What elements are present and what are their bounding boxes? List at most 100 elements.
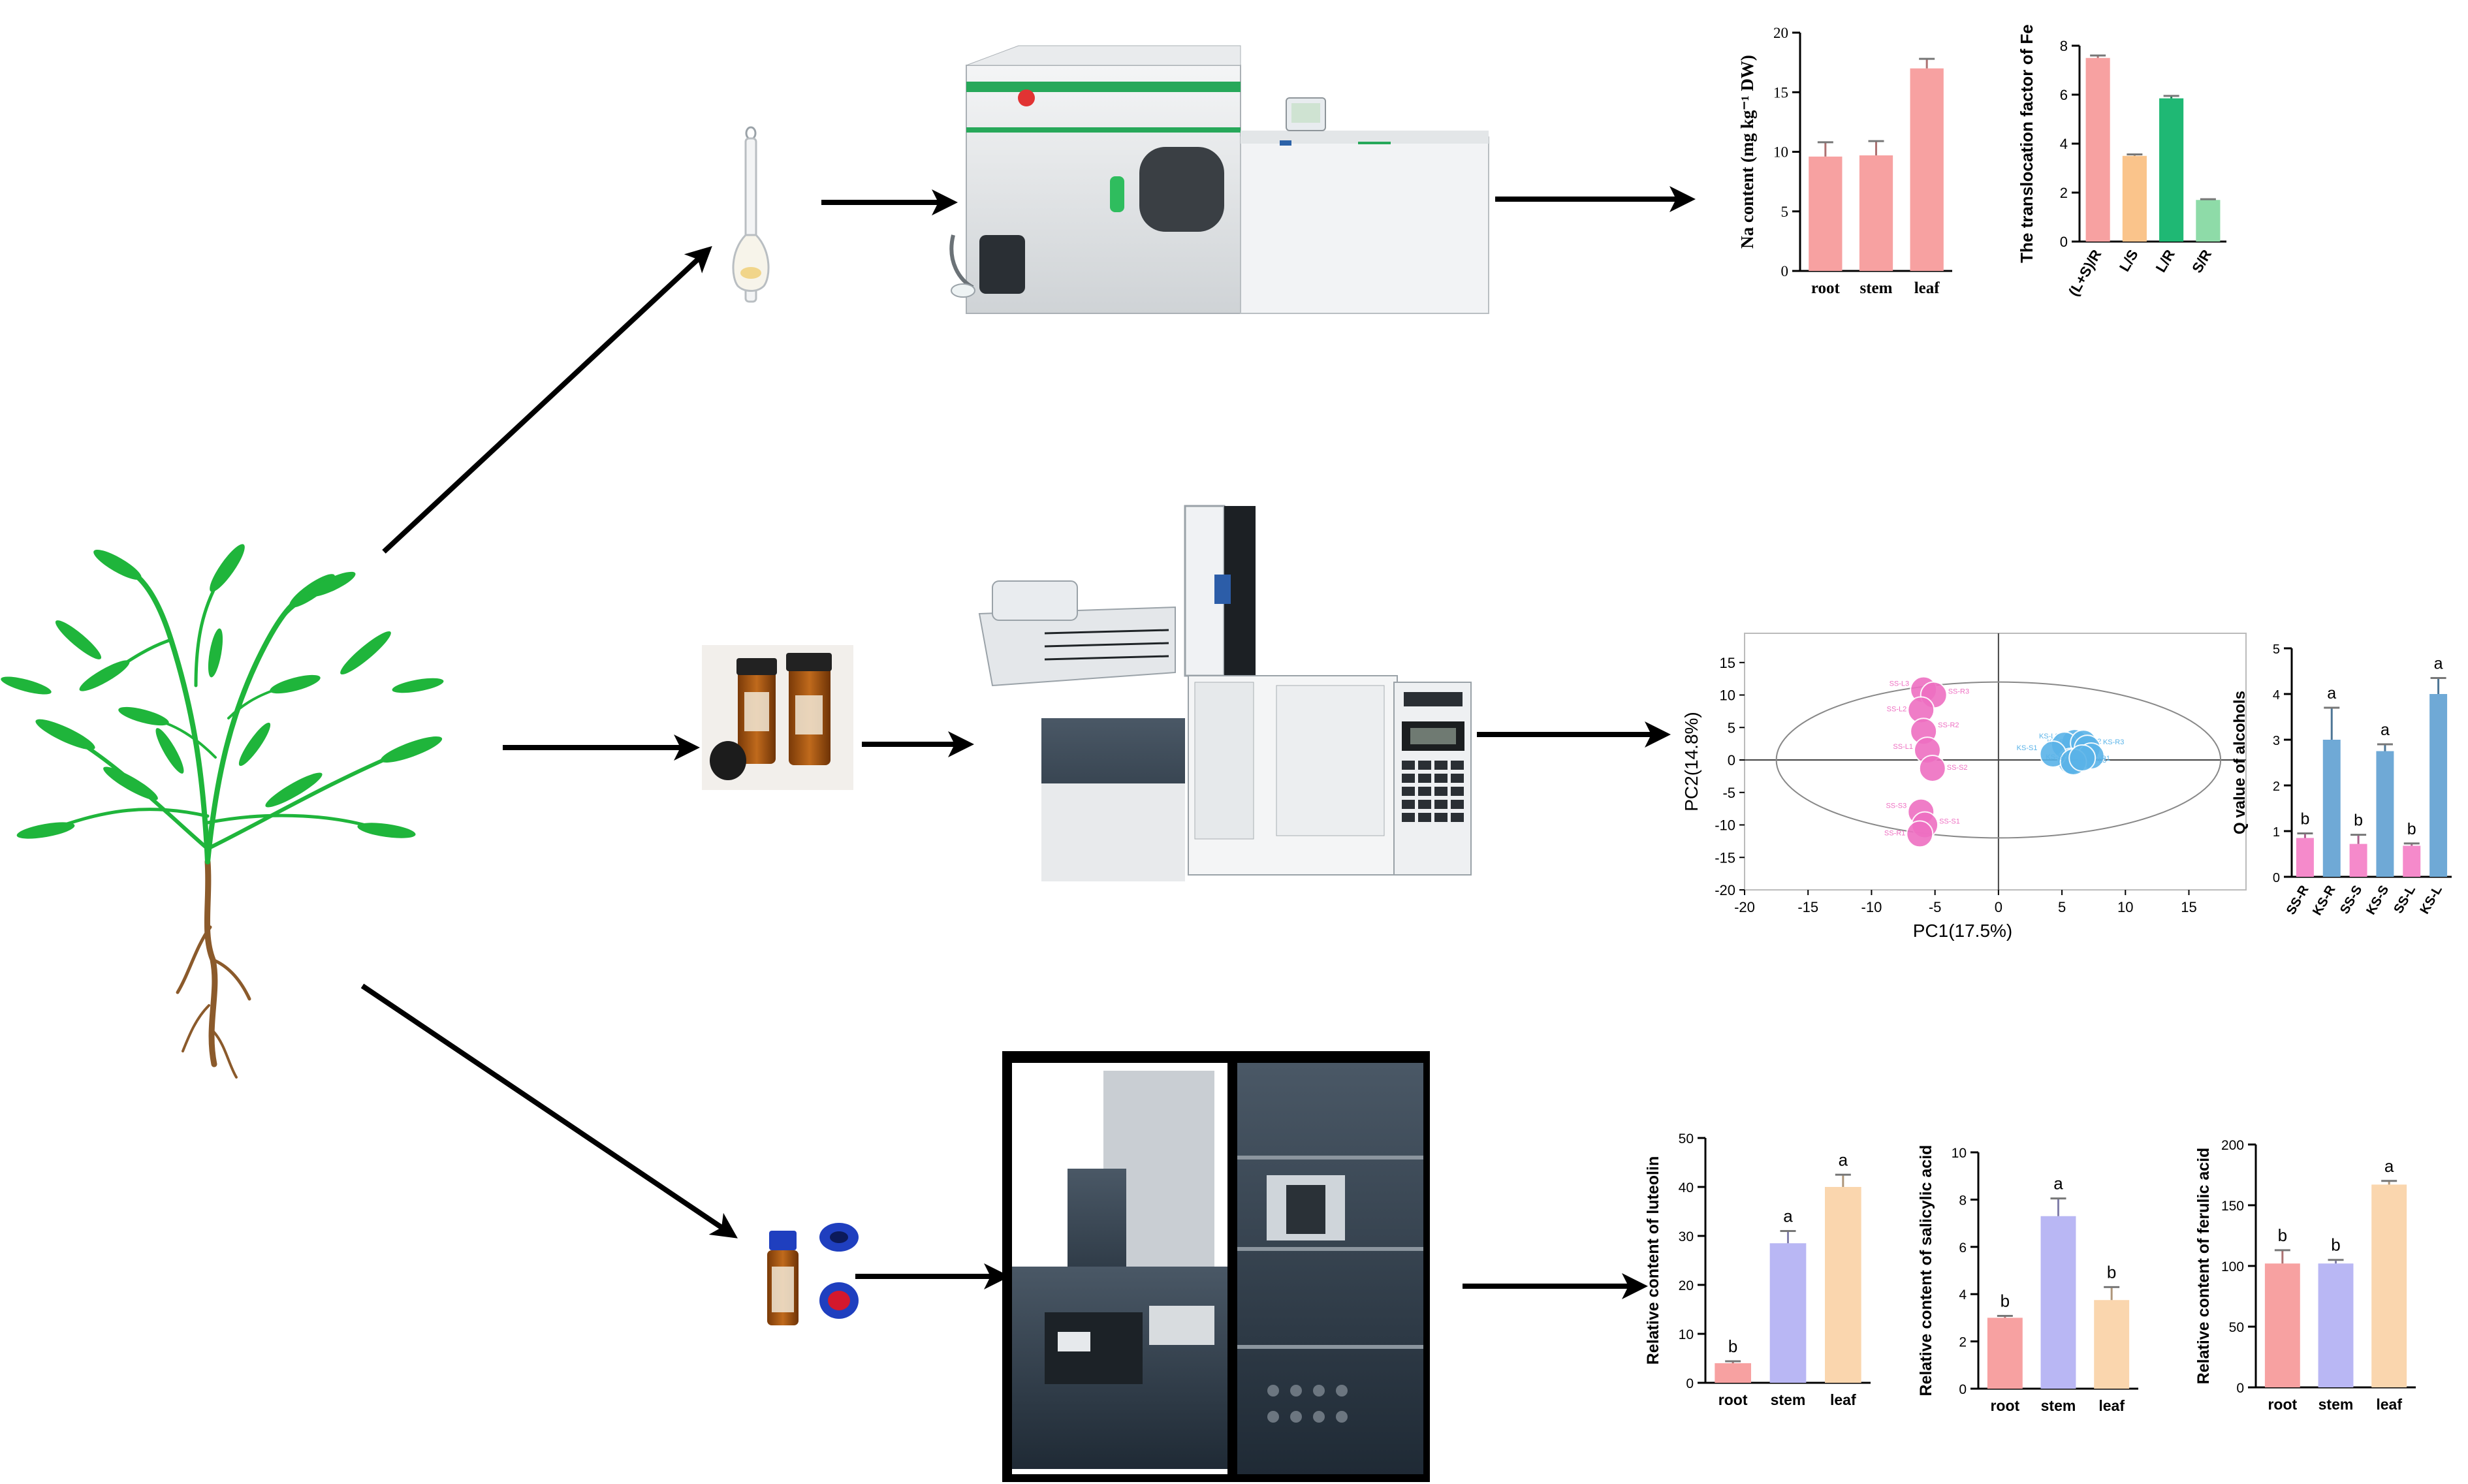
pca-point xyxy=(1906,820,1934,848)
pca-x-tick-label: -15 xyxy=(1797,899,1818,915)
salicylic-significance-letter: b xyxy=(2107,1262,2116,1282)
luteolin-bar xyxy=(1715,1363,1751,1383)
ferulic-bar xyxy=(2371,1184,2407,1387)
luteolin-y-tick-label: 50 xyxy=(1679,1131,1694,1146)
ferulic-y-tick-label: 50 xyxy=(2229,1320,2244,1335)
pca-x-tick-label: 10 xyxy=(2117,899,2133,915)
arrows xyxy=(360,186,1696,1299)
pca-point-label: SS-R2 xyxy=(1938,721,1959,729)
tf-y-axis-label: The translocation factor of Fe xyxy=(2017,24,2036,263)
ferulic-y-tick-label: 100 xyxy=(2221,1259,2244,1274)
tf-bar xyxy=(2159,98,2184,242)
salicylic-category-label: leaf xyxy=(2098,1397,2125,1414)
luteolin-bar xyxy=(1825,1187,1861,1383)
pca-x-tick-label: -5 xyxy=(1929,899,1942,915)
arrow-plant-to-flask xyxy=(382,245,712,554)
arrow-plant-to-vial-lc xyxy=(360,983,738,1239)
alcohols-significance-letter: a xyxy=(2434,655,2443,673)
salicylic-bar xyxy=(1987,1318,2023,1389)
tf-category-label: L/S xyxy=(2116,247,2142,274)
luteolin-category-label: leaf xyxy=(1830,1391,1856,1408)
pca-point-label: SS-R1 xyxy=(1884,829,1905,837)
luteolin-category-label: root xyxy=(1718,1391,1748,1408)
pca-point-label: SS-L1 xyxy=(1893,743,1913,751)
salicylic-y-tick-label: 2 xyxy=(1959,1335,1967,1350)
pca-y-tick-label: 10 xyxy=(1720,687,1735,704)
ferulic-y-tick-label: 150 xyxy=(2221,1199,2244,1214)
salicylic-y-tick-label: 0 xyxy=(1959,1382,1967,1397)
salicylic-category-label: stem xyxy=(2041,1397,2076,1414)
salicylic-y-tick-label: 4 xyxy=(1959,1287,1967,1302)
alcohols-y-tick-label: 1 xyxy=(2273,825,2280,840)
blue-cap-vial-icon xyxy=(767,1223,859,1325)
luteolin-y-axis-label: Relative content of luteolin xyxy=(1644,1156,1662,1365)
luteolin-y-tick-label: 10 xyxy=(1679,1327,1694,1342)
luteolin-bar xyxy=(1769,1243,1807,1383)
alcohols-y-tick-label: 2 xyxy=(2273,780,2280,794)
pca-point-label: SS-S2 xyxy=(1947,764,1968,772)
pca-confidence-ellipse xyxy=(1775,681,2222,839)
alcohols-bar xyxy=(2296,838,2314,877)
pca-y-tick-label: -5 xyxy=(1722,785,1735,801)
ferulic-significance-letter: b xyxy=(2278,1225,2287,1245)
salicylic-y-tick-label: 10 xyxy=(1952,1146,1967,1161)
na-category-label: stem xyxy=(1860,279,1893,297)
na-y-tick-label: 0 xyxy=(1781,263,1789,279)
alcohols-bar xyxy=(2429,694,2448,877)
pca-y-tick-label: 15 xyxy=(1720,655,1735,671)
alcohols-y-tick-label: 4 xyxy=(2273,688,2280,703)
pca-point xyxy=(2068,744,2096,772)
pca-x-tick-label: 5 xyxy=(2058,899,2066,915)
ferulic-bar xyxy=(2264,1263,2300,1387)
salicylic-bar xyxy=(2040,1216,2076,1389)
luteolin-y-tick-label: 30 xyxy=(1679,1229,1694,1244)
luteolin-y-tick-label: 0 xyxy=(1686,1376,1694,1391)
luteolin-significance-letter: a xyxy=(1783,1207,1793,1226)
pca-point-label: SS-S3 xyxy=(1886,802,1906,810)
pca-x-tick-label: 15 xyxy=(2181,899,2196,915)
pca-y-tick-label: -20 xyxy=(1715,882,1735,898)
tf-category-label: S/R xyxy=(2189,247,2215,276)
plant-illustration xyxy=(1,544,444,1079)
tf-y-tick-label: 4 xyxy=(2060,136,2068,152)
na-y-tick-label: 5 xyxy=(1781,204,1789,220)
salicylic-category-label: root xyxy=(1990,1397,2019,1414)
ferulic-significance-letter: a xyxy=(2384,1156,2394,1176)
alcohols-category-label: KS-R xyxy=(2310,883,2339,918)
salicylic-bar xyxy=(2094,1300,2130,1389)
alcohols-category-label: SS-S xyxy=(2337,883,2365,917)
tf-bar xyxy=(2122,155,2147,242)
tf-y-tick-label: 6 xyxy=(2060,87,2068,103)
alcohols-significance-letter: b xyxy=(2407,820,2416,838)
alcohols-significance-letter: b xyxy=(2354,812,2363,830)
pca-plot-frame xyxy=(1744,633,2247,891)
alcohols-category-label: KS-S xyxy=(2364,883,2392,917)
gc-ms-instrument xyxy=(978,505,1472,881)
ferulic-y-tick-label: 0 xyxy=(2236,1381,2244,1396)
pca-point-label: KS-S1 xyxy=(2017,744,2038,752)
salicylic-y-tick-label: 8 xyxy=(1959,1193,1967,1208)
tf-bar xyxy=(2196,200,2221,242)
tf-category-label: (L+S)/R xyxy=(2065,247,2105,299)
pca-y-tick-label: -15 xyxy=(1715,849,1735,866)
pca-point-label: KS-S2 xyxy=(2046,753,2066,761)
salicylic-significance-letter: b xyxy=(2001,1291,2010,1311)
na-y-tick-label: 20 xyxy=(1773,25,1788,41)
ferulic-y-tick-label: 200 xyxy=(2221,1138,2244,1153)
alcohols-y-axis-label: Q value of alcohols xyxy=(2231,691,2249,834)
alcohols-category-label: KS-L xyxy=(2418,883,2445,917)
pca-x-tick-label: -10 xyxy=(1861,899,1882,915)
tf-y-tick-label: 0 xyxy=(2060,234,2068,250)
pca-y-tick-label: 5 xyxy=(1728,719,1735,736)
alcohols-bar xyxy=(2403,845,2421,877)
luteolin-y-tick-label: 40 xyxy=(1679,1180,1694,1195)
na-y-tick-label: 10 xyxy=(1773,144,1788,161)
pca-x-tick-label: 0 xyxy=(1995,899,2002,915)
alcohols-significance-letter: a xyxy=(2381,721,2390,739)
icp-ms-instrument xyxy=(949,45,1489,314)
alcohols-significance-letter: b xyxy=(2300,810,2309,829)
salicylic-significance-letter: a xyxy=(2053,1174,2063,1193)
